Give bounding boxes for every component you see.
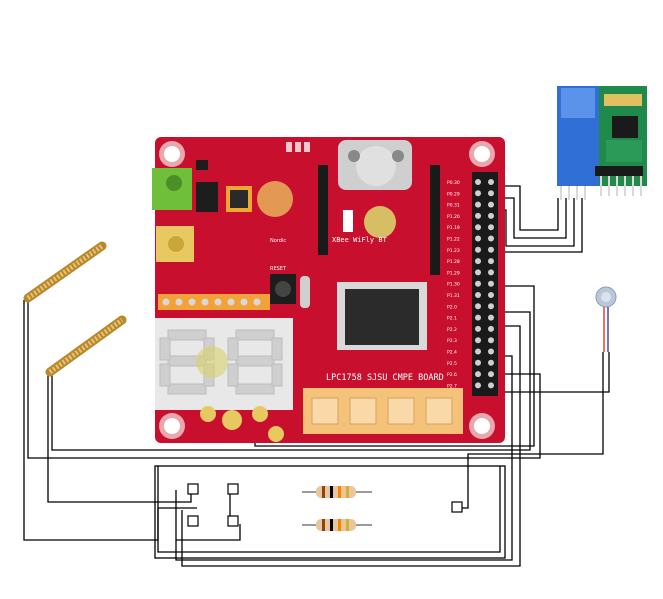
header-pin [488, 269, 494, 276]
flex-sensor-1 [23, 241, 107, 303]
coin-cell-holder [338, 140, 412, 190]
header-pin [488, 190, 494, 197]
header-pin [475, 371, 481, 378]
header-pin [488, 224, 494, 231]
header-pin [475, 212, 481, 219]
pin-label: P2.5 [447, 361, 457, 367]
pin-label: P2.7 [447, 383, 457, 389]
terminal-point [451, 501, 463, 513]
pin-label: P0.30 [447, 180, 460, 186]
pin-label: P2.4 [447, 350, 457, 356]
xbee-header-right [430, 165, 440, 275]
pin-label: P0.31 [447, 203, 460, 209]
pin-label: P2.3 [447, 338, 457, 344]
piezo-sensor [595, 286, 617, 352]
header-pin [475, 258, 481, 265]
header-pin [475, 292, 481, 298]
pushbutton-row [303, 388, 463, 434]
pin-label: P1.29 [447, 270, 460, 276]
header-pin [475, 325, 481, 332]
pin-label: P1.22 [447, 237, 460, 243]
header-pin [475, 246, 481, 253]
resistor [302, 486, 372, 498]
header-pin [475, 224, 481, 231]
header-pin [488, 292, 494, 298]
header-pin [488, 337, 494, 344]
header-pin [475, 235, 481, 242]
header-pin [475, 348, 481, 355]
seven-segment-display [155, 318, 293, 410]
resistor [302, 519, 372, 531]
header-pin [488, 201, 494, 208]
header-pin [488, 246, 494, 253]
pin-label: P1.28 [447, 259, 460, 265]
header-pin [488, 371, 494, 378]
header-pin [475, 382, 481, 389]
header-pin [475, 201, 481, 208]
header-pin [488, 280, 494, 287]
expansion-header [158, 294, 270, 310]
pin-label: P2.1 [447, 316, 457, 322]
header-pin [488, 359, 494, 366]
header-pin [488, 258, 494, 265]
header-pin [475, 190, 481, 197]
header-pin [475, 269, 481, 276]
pin-label: P2.2 [447, 327, 457, 333]
mcu-chip [337, 282, 427, 350]
header-pins [475, 179, 494, 389]
terminal-point [187, 483, 199, 495]
pin-label: P1.31 [447, 293, 460, 299]
header-pin [488, 348, 494, 355]
pin-label: P2.6 [447, 372, 457, 378]
flex-sensor-2 [45, 315, 127, 377]
header-pin [475, 359, 481, 366]
reset-label: RESET [270, 266, 287, 272]
pin-label: P1.20 [447, 214, 460, 220]
header-pin [475, 303, 481, 310]
header-pin-labels: P0.30P0.29P0.31P1.20P1.19P1.22P1.23P1.28… [447, 180, 460, 389]
terminal-point [227, 483, 239, 495]
pin-label: P1.19 [447, 225, 460, 231]
header-pin [488, 303, 494, 310]
pin-label: P1.23 [447, 248, 460, 254]
pin-label: P0.29 [447, 191, 460, 197]
header-pin [475, 337, 481, 344]
xbee-header-left [318, 165, 328, 255]
board-name: LPC1758 SJSU CMPE BOARD [326, 373, 444, 383]
pin-label: P2.0 [447, 304, 457, 310]
lpc1758-board: LPC1758 SJSU CMPE BOARD XBee WiFly BT RE… [152, 137, 505, 443]
header-pin [488, 179, 494, 185]
nordic-label: Nordic [270, 238, 286, 244]
terminal-points [187, 483, 463, 527]
header-pin [488, 325, 494, 332]
header-pin [475, 280, 481, 287]
header-pin [475, 314, 481, 321]
bluetooth-module [557, 86, 647, 200]
header-pin [475, 179, 481, 185]
header-pin [488, 314, 494, 321]
terminal-point [227, 515, 239, 527]
header-pin [488, 212, 494, 219]
wires [23, 185, 610, 567]
header-pin [488, 382, 494, 389]
xbee-socket-label: XBee WiFly BT [332, 236, 388, 244]
pin-label: P1.30 [447, 282, 460, 288]
terminal-point [187, 515, 199, 527]
header-pin [488, 235, 494, 242]
resistors [302, 486, 372, 531]
